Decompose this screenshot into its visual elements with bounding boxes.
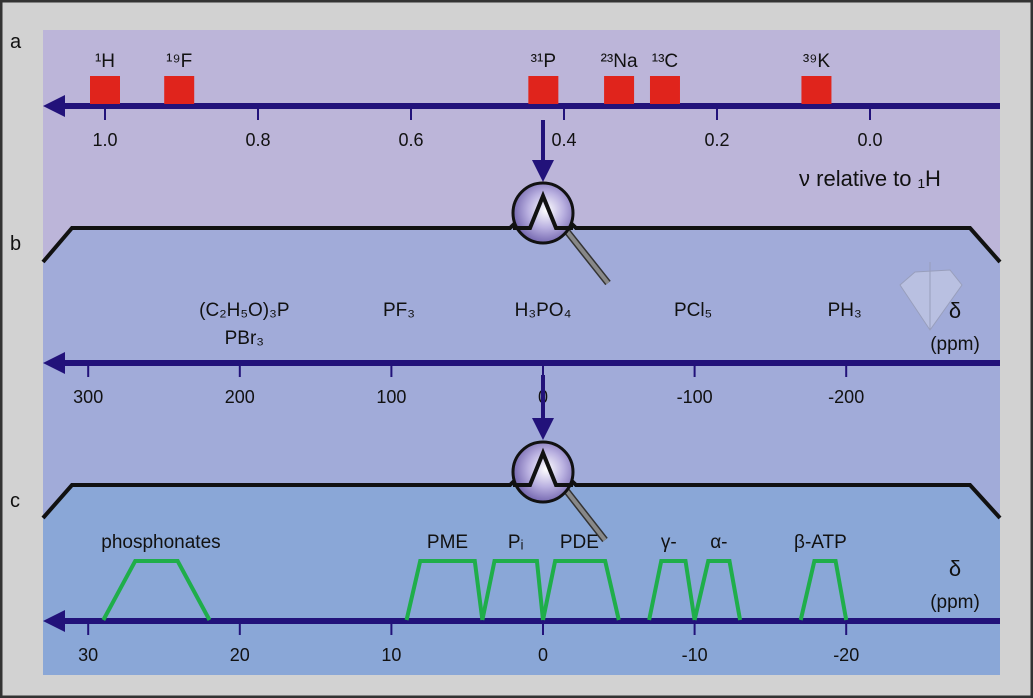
peak-label: PME [427,532,468,553]
compound-label: (C₂H₅O)₃P [199,300,289,321]
panel-c-tick-label: 30 [78,645,98,665]
nucleus-marker [164,76,195,104]
crystal-icon [899,262,963,331]
nucleus-label: ²³Na [601,51,638,72]
down-arrow-a-to-b [532,120,554,182]
compound-label: PH₃ [828,300,862,321]
magnifier-icon [511,181,611,286]
panel-a-tick-label: 1.0 [92,130,117,150]
panel-c-tick-label: 10 [381,645,401,665]
panel-b-axis-arrowhead [43,352,65,374]
panel-a-tick-label: 0.0 [857,130,882,150]
metabolite-peak [404,559,485,621]
panel-c-tick-label: -10 [682,645,708,665]
panel-letter-c: c [10,490,20,512]
panel-c-axis-arrowhead [43,610,65,632]
panel-c-delta-label: δ [949,556,961,581]
panel-c-background [43,485,1000,675]
magnifier-icon [511,440,608,543]
peak-label: β-ATP [794,532,847,553]
metabolite-peak [692,559,743,621]
metabolite-peak [480,559,545,621]
compound-label: PF₃ [383,300,415,321]
nucleus-label: ³¹P [531,51,556,72]
nucleus-marker [528,76,559,104]
panel-b-ppm-label: (ppm) [930,334,980,355]
metabolite-peak [798,559,849,621]
metabolite-peak [101,559,212,621]
panel-c-tick-label: 20 [230,645,250,665]
panel-a-axis-arrowhead [43,95,65,117]
panel-c-tick-label: -20 [833,645,859,665]
panel-c-ppm-label: (ppm) [930,592,980,613]
peak-label: α- [710,532,727,553]
metabolite-peak [541,559,621,621]
nucleus-label: ¹³C [652,51,678,72]
peak-label: γ- [661,532,677,553]
panel-a-tick-label: 0.6 [398,130,423,150]
compound-label: PCl₅ [674,300,712,321]
panel-b-tick-label: 200 [225,387,255,407]
compound-label: H₃PO₄ [515,300,572,321]
panel-c-tick-label: 0 [538,645,548,665]
nucleus-marker [649,76,680,104]
peak-label: Pᵢ [508,532,524,553]
peak-label: PDE [560,532,599,553]
nucleus-marker [801,76,832,104]
panel-b-tick-label: -100 [677,387,713,407]
nucleus-marker [90,76,120,104]
compound-label: PBr₃ [225,328,264,349]
nucleus-marker [604,76,635,104]
panel-letter-b: b [10,233,21,255]
nucleus-label: ¹H [95,51,115,72]
panel-a-tick-label: 0.4 [551,130,576,150]
panel-b-tick-label: -200 [828,387,864,407]
nucleus-label: ¹⁹F [166,51,192,72]
panel-a-axis-label: ν relative to ₁H [799,166,941,191]
panel-b-tick-label: 300 [73,387,103,407]
nucleus-label: ³⁹K [803,51,830,72]
panel-b-tick-label: 100 [376,387,406,407]
panel-a-tick-label: 0.8 [245,130,270,150]
metabolite-peak [647,559,697,621]
panel-b-delta-label: δ [949,298,961,323]
panel-letter-a: a [10,31,22,53]
panel-a-tick-label: 0.2 [704,130,729,150]
down-arrow-b-to-c [532,375,554,440]
peak-label: phosphonates [101,532,220,553]
